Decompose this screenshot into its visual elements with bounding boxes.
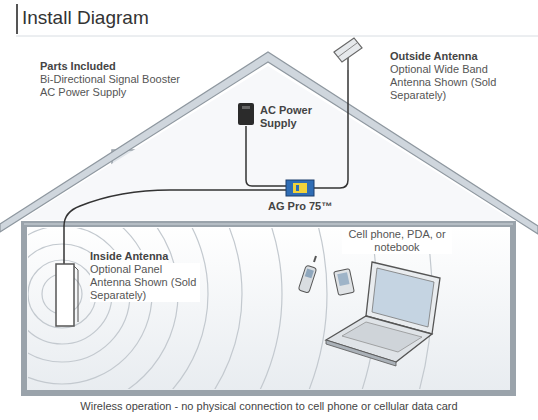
antenna-note: Optional Panel Antenna Shown (Sold Separ… bbox=[90, 263, 200, 302]
component-label: AC Power Supply bbox=[260, 104, 320, 130]
antenna-label: Outside Antenna bbox=[390, 50, 520, 63]
parts-heading: Parts Included bbox=[40, 60, 240, 73]
antenna-label: Inside Antenna bbox=[90, 250, 168, 263]
signal-booster bbox=[286, 180, 314, 196]
pda bbox=[334, 269, 355, 296]
inside-antenna bbox=[56, 264, 74, 326]
notebook-computer bbox=[326, 262, 440, 366]
device-label: Cell phone, PDA, or notebook bbox=[342, 228, 452, 254]
cell-phone bbox=[298, 256, 316, 293]
part-name: Bi-Directional Signal Booster bbox=[40, 73, 240, 86]
power-supply bbox=[238, 103, 254, 125]
part-name: AC Power Supply bbox=[40, 86, 240, 99]
caption: Wireless operation - no physical connect… bbox=[0, 399, 538, 414]
title-bar bbox=[16, 4, 18, 34]
outside-antenna bbox=[334, 38, 362, 70]
title: Install Diagram bbox=[22, 6, 149, 29]
roof bbox=[0, 52, 538, 234]
product-name: AG Pro 75™ bbox=[268, 200, 358, 213]
cable bbox=[64, 70, 348, 264]
house-walls bbox=[24, 224, 513, 393]
antenna-note: Optional Wide Band Antenna Shown (Sold S… bbox=[390, 63, 498, 102]
